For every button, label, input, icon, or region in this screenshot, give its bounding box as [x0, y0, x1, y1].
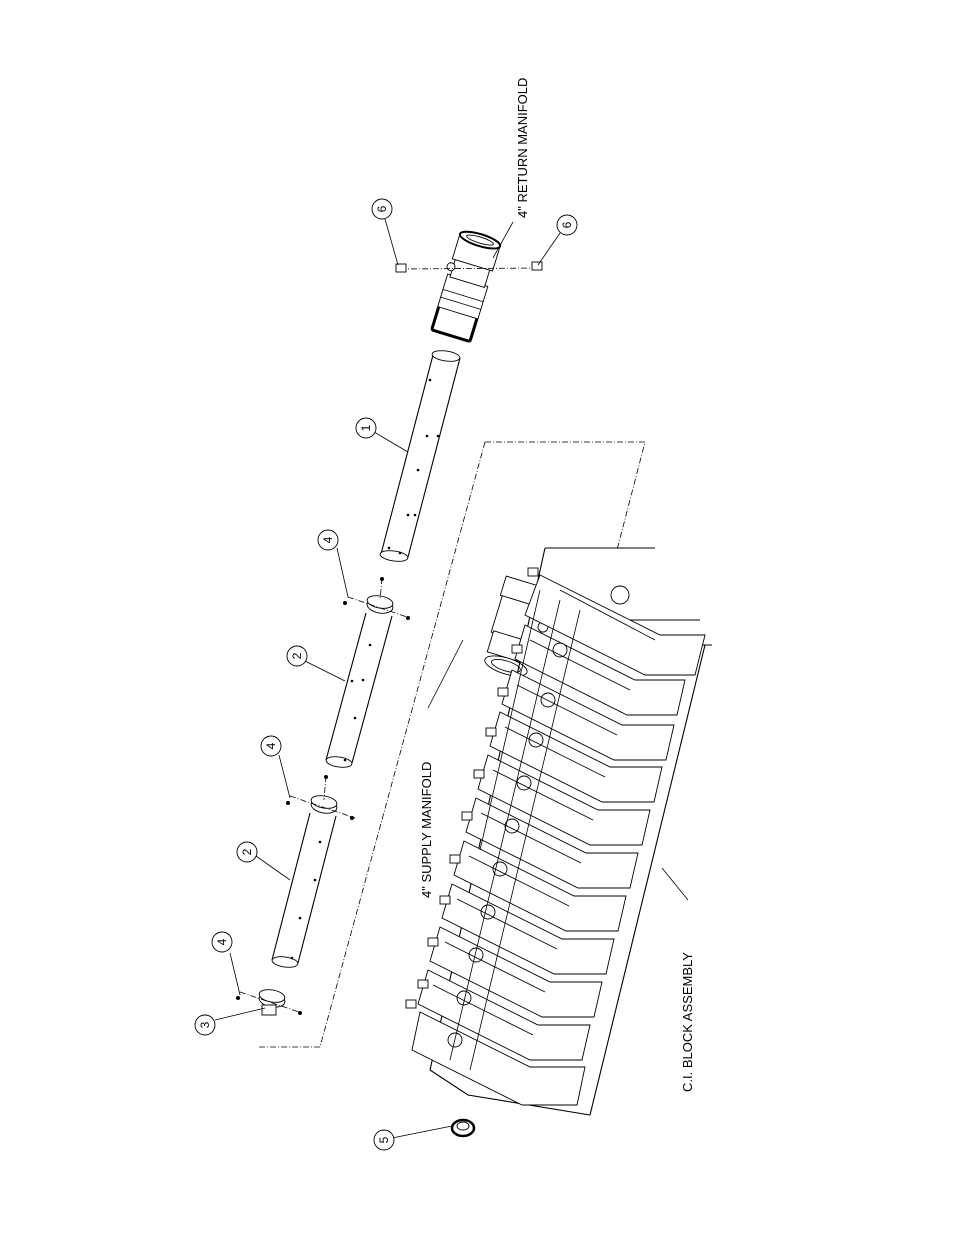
return-manifold	[395, 230, 543, 343]
block-section	[524, 574, 706, 676]
phantom-outline	[258, 441, 646, 1048]
fitting-6-right	[531, 261, 543, 271]
callout-1: 1	[355, 417, 377, 439]
callout-2-lower: 2	[236, 841, 258, 863]
svg-text:3: 3	[198, 1021, 212, 1028]
block-section	[489, 711, 663, 803]
fitting-6-left	[395, 263, 407, 273]
coupling-4-lower	[236, 989, 303, 1015]
svg-text:4: 4	[264, 742, 278, 749]
svg-text:2: 2	[240, 848, 254, 855]
block-section	[501, 669, 675, 761]
ci-block-assembly	[405, 547, 712, 1116]
svg-text:1: 1	[359, 424, 373, 431]
coupling-4-middle	[286, 775, 356, 820]
svg-text:6: 6	[375, 205, 389, 212]
block-section	[514, 624, 686, 716]
callout-5: 5	[373, 1129, 395, 1151]
callout-4-middle: 4	[260, 735, 282, 757]
callout-6-left: 6	[371, 198, 393, 220]
pipe-2-lower	[271, 812, 337, 968]
svg-text:2: 2	[290, 652, 304, 659]
block-section	[417, 969, 591, 1061]
block-assembly-label: C.I. BLOCK ASSEMBLY	[680, 952, 695, 1092]
svg-text:6: 6	[560, 221, 574, 228]
svg-text:4: 4	[215, 938, 229, 945]
plug-5	[450, 1118, 476, 1138]
return-manifold-label: 4" RETURN MANIFOLD	[515, 78, 530, 218]
pipe-1	[379, 350, 461, 562]
callouts: 1 4 2 4 2 4 3 5 6 6	[194, 198, 578, 1151]
callout-4-lower: 4	[211, 931, 233, 953]
callout-6-right: 6	[556, 214, 578, 236]
supply-manifold-label: 4" SUPPLY MANIFOLD	[419, 762, 434, 898]
side-fittings	[405, 567, 539, 1009]
block-section	[465, 797, 639, 889]
coupling-4-upper	[343, 577, 411, 620]
svg-text:4: 4	[321, 536, 335, 543]
pipe-2-upper	[325, 612, 393, 768]
callout-3: 3	[194, 1014, 216, 1036]
callout-4-upper: 4	[317, 529, 339, 551]
leader-lines	[214, 218, 689, 1139]
adapter-3	[261, 1004, 277, 1016]
block-section	[477, 754, 651, 846]
callout-2-upper: 2	[286, 645, 308, 667]
svg-text:5: 5	[377, 1136, 391, 1143]
